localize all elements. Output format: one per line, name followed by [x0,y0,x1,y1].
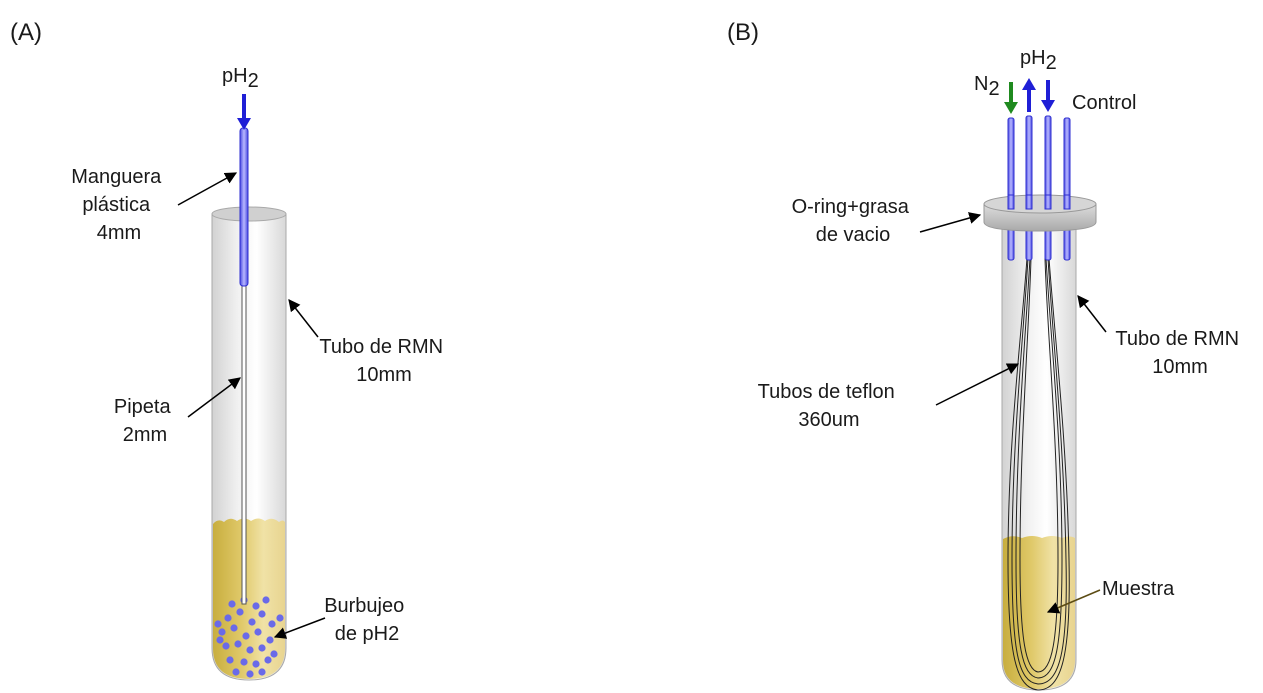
bubble [248,618,256,626]
bubble [254,628,262,636]
sample-pointer [1046,589,1101,614]
bubble [252,660,260,668]
bubble [262,596,270,604]
bubble [232,668,240,676]
ph2-out-tube [1025,115,1033,261]
bubble [226,656,234,664]
tube-b-pointer [1077,295,1107,333]
bubble [222,642,230,650]
bubble [242,632,250,640]
bubble [246,646,254,654]
pipette-pointer [187,377,241,418]
ph2-label: pH2 [1020,47,1057,74]
nmr-tube-a [211,206,287,681]
bubble [258,610,266,618]
plastic-hose [239,127,249,287]
ph2-in-tube [1044,115,1052,261]
bubble [230,624,238,632]
bubble [240,658,248,666]
oring-cap [983,194,1097,232]
bubble [270,650,278,658]
panel-a: (A) pH2 Manguera plástica 4mm Pipeta 2mm [10,19,448,681]
hose-label: Manguera plástica 4mm [71,166,167,244]
tube-a-label: Tubo de RMN 10mm [319,336,448,386]
liquid-b [1003,536,1075,689]
bubble [236,608,244,616]
bubbling-pointer [273,617,326,639]
n2-arrow-head [1004,102,1018,114]
control-label: Control [1072,92,1136,114]
bubble [258,644,266,652]
bubble [258,668,266,676]
panel-b: (B) [727,19,1244,691]
pipette [241,283,247,605]
bubbling-label: Burbujeo de pH2 [324,595,410,645]
bubble [224,614,232,622]
tube-a-pointer [288,299,319,338]
n2-label: N2 [974,73,1000,100]
n2-tube [1007,117,1015,261]
bubble [234,640,242,648]
panel-a-letter: (A) [10,19,42,46]
bubble [264,656,272,664]
ph2-out-arrow-head [1022,78,1036,90]
oring-pointer [919,212,982,233]
bubble [228,600,236,608]
bubble [252,602,260,610]
oring-label: O-ring+grasa de vacio [792,196,915,246]
teflon-label: Tubos de teflon 360um [758,381,901,431]
hose-pointer [177,172,238,206]
bubble [246,670,254,678]
bubble [218,628,226,636]
bubble [266,636,274,644]
bubble [276,614,284,622]
bubble [216,636,224,644]
tube-b-label: Tubo de RMN 10mm [1115,328,1244,378]
teflon-tubes [1007,257,1070,691]
panel-b-letter: (B) [727,19,759,46]
bubbles-ph2 [214,596,286,678]
teflon-pointer [935,363,1020,406]
ph2-inlet-label: pH2 [222,65,259,92]
sample-label: Muestra [1102,578,1175,600]
bubble [214,620,222,628]
pipette-label: Pipeta 2mm [114,396,176,446]
control-tube [1063,117,1071,261]
ph2-inlet-arrow-head [237,118,251,130]
bubble [268,620,276,628]
ph2-in-arrow-head [1041,100,1055,112]
